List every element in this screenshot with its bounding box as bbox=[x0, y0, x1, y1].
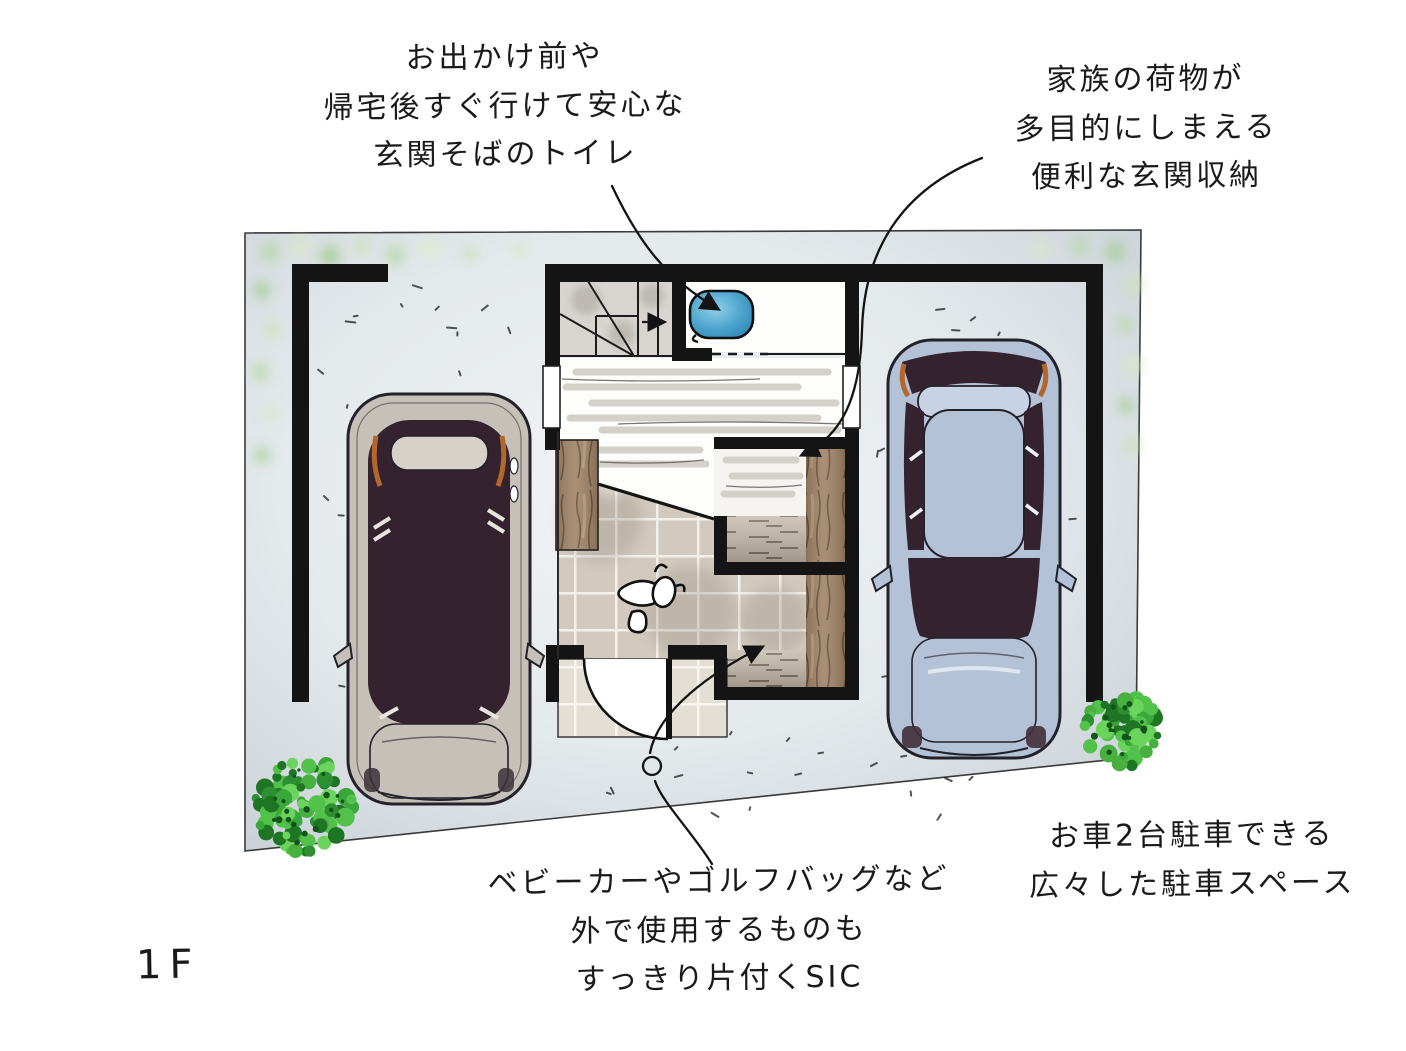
genkan-step-edge bbox=[597, 482, 715, 521]
annotation-parking-note: お車2台駐車できる 広々した駐車スペース bbox=[1028, 810, 1356, 911]
sic-upper-texture bbox=[720, 456, 804, 498]
hall-window-west bbox=[542, 365, 561, 429]
house-east-wall bbox=[845, 282, 859, 700]
sic-south-wall bbox=[714, 687, 858, 700]
annotation-line: すっきり片付くSIC bbox=[575, 959, 864, 998]
annotation-line: 玄関そばのトイレ bbox=[373, 135, 638, 174]
north-wall bbox=[545, 264, 1103, 282]
annotation-line: 広々した駐車スペース bbox=[1028, 864, 1356, 904]
leader-toilet-arrow bbox=[610, 184, 721, 311]
headlight-right bbox=[495, 435, 507, 487]
leader-sic-loop bbox=[641, 755, 663, 777]
annotation-line: 多目的にしまえる bbox=[1014, 109, 1278, 147]
annotation-line: お出かけ前や bbox=[405, 38, 604, 77]
entrance-door bbox=[582, 658, 672, 741]
bush-bottom-right bbox=[1079, 691, 1164, 772]
toilet-icon bbox=[688, 289, 755, 344]
entry-wall-right bbox=[668, 645, 727, 659]
bush-bottom-left bbox=[251, 756, 360, 859]
annotation-toilet-note: お出かけ前や 帰宅後すぐ行けて安心な 玄関そばのトイレ bbox=[323, 32, 688, 182]
headlight-left bbox=[371, 435, 383, 487]
shoes-doodle bbox=[617, 563, 686, 634]
annotation-line: 帰宅後すぐ行けて安心な bbox=[323, 86, 687, 126]
car-blue bbox=[870, 338, 1078, 760]
door-leaf bbox=[666, 659, 672, 739]
window-glints bbox=[372, 508, 506, 720]
house-floors bbox=[555, 277, 845, 738]
entry-wall-left-return bbox=[546, 645, 559, 702]
window-glints bbox=[908, 445, 1040, 520]
annotation-line: 便利な玄関収納 bbox=[1030, 157, 1263, 196]
parking-wall-left-top bbox=[292, 264, 388, 282]
sic-shelf-lower bbox=[727, 650, 806, 687]
headlight-left bbox=[899, 363, 911, 398]
entry-closet bbox=[555, 439, 599, 551]
parking-wall-left-side bbox=[292, 264, 309, 702]
sic-west-stub-wall bbox=[714, 516, 727, 562]
side-mirror-right bbox=[1054, 564, 1078, 593]
annotation-line: ベビーカーやゴルフバッグなど bbox=[487, 861, 950, 902]
annotation-storage-note: 家族の荷物が 多目的にしまえる 便利な玄関収納 bbox=[1014, 55, 1279, 204]
headlight-right bbox=[1037, 363, 1049, 398]
leader-storage-arrow bbox=[798, 156, 984, 457]
annotation-line: 外で使用するものも bbox=[570, 911, 868, 950]
leader-sic-tail bbox=[653, 779, 714, 866]
side-mirror-right bbox=[524, 642, 546, 669]
annotation-line: 家族の荷物が bbox=[1046, 60, 1245, 99]
leader-lines bbox=[610, 156, 984, 866]
stair-toilet-divider bbox=[672, 282, 686, 360]
sic-wood-cabinet-upper bbox=[806, 449, 845, 562]
parking-wall-right-side bbox=[1086, 264, 1103, 702]
floor-label: 1F bbox=[135, 941, 201, 989]
staircase bbox=[559, 277, 672, 357]
side-mirror-left bbox=[332, 642, 354, 669]
leader-sic-arrow bbox=[648, 645, 766, 755]
sic-shelf-upper bbox=[725, 516, 806, 562]
toilet-south-wall bbox=[672, 348, 712, 361]
sic-mid-wall bbox=[714, 562, 858, 575]
annotation-sic-note: ベビーカーやゴルフバッグなど 外で使用するものも すっきり片付くSIC bbox=[487, 856, 951, 1007]
car-gray bbox=[332, 392, 546, 806]
annotation-line: お車2台駐車できる bbox=[1048, 816, 1335, 855]
side-mirror-left bbox=[870, 564, 894, 593]
edge-greenery bbox=[251, 237, 1142, 463]
sic-wood-cabinet-lower bbox=[806, 575, 845, 687]
